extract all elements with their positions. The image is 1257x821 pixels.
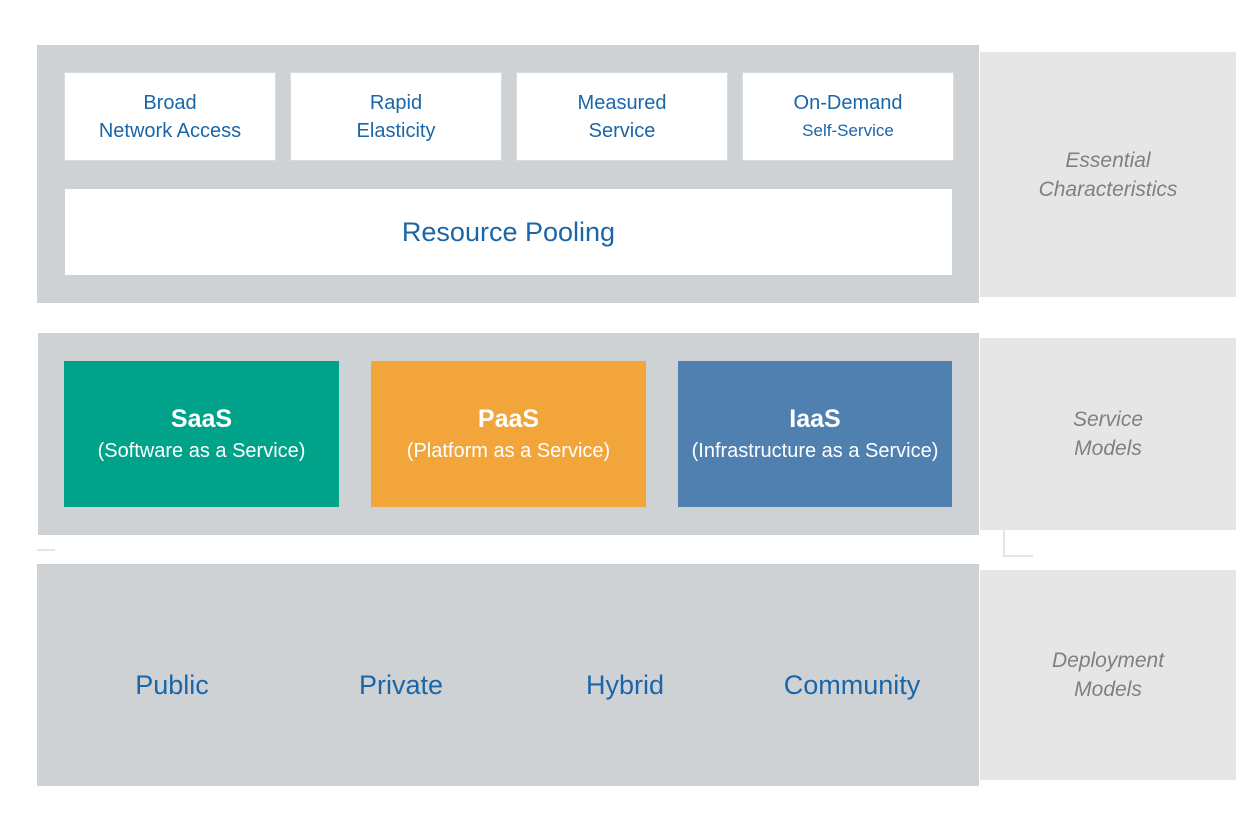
service-models-label: Service Models	[980, 338, 1236, 530]
resource-pooling-box: Resource Pooling	[65, 189, 952, 275]
saas-name: SaaS	[170, 405, 233, 433]
iaas-name: IaaS	[789, 405, 841, 433]
essential-label-line2: Characteristics	[1038, 177, 1178, 201]
iaas-box: IaaS (Infrastructure as a Service)	[678, 361, 952, 507]
deployment-label-line2: Models	[1074, 678, 1142, 701]
characteristic-line1: Broad	[143, 91, 197, 114]
deployment-hybrid: Hybrid	[585, 670, 665, 700]
connector-left	[37, 549, 55, 551]
service-label-line1: Service	[1072, 408, 1144, 431]
characteristic-line2: Network Access	[98, 119, 242, 142]
characteristic-rapid-elasticity: Rapid Elasticity	[290, 72, 502, 161]
characteristic-on-demand-self-service: On-Demand Self-Service	[742, 72, 954, 161]
saas-description: (Software as a Service)	[97, 440, 306, 462]
deployment-private: Private	[358, 670, 444, 700]
characteristic-line1: On-Demand	[793, 91, 903, 114]
characteristic-line1: Rapid	[369, 91, 423, 114]
paas-description: (Platform as a Service)	[406, 440, 611, 462]
resource-pooling-label: Resource Pooling	[401, 216, 616, 247]
paas-name: PaaS	[477, 405, 540, 433]
iaas-description: (Infrastructure as a Service)	[691, 440, 939, 462]
deployment-models-label: Deployment Models	[980, 570, 1236, 780]
paas-box: PaaS (Platform as a Service)	[371, 361, 646, 507]
essential-label-line1: Essential	[1065, 148, 1151, 172]
connector-right-horizontal	[1003, 555, 1033, 557]
deployment-community: Community	[783, 670, 921, 700]
characteristic-line1: Measured	[577, 91, 667, 114]
essential-characteristics-label: Essential Characteristics	[980, 52, 1236, 297]
service-label-line2: Models	[1074, 437, 1142, 460]
deployment-public: Public	[135, 670, 209, 700]
deployment-label-line1: Deployment	[1051, 649, 1165, 672]
characteristic-line2: Service	[588, 119, 656, 142]
saas-box: SaaS (Software as a Service)	[64, 361, 339, 507]
connector-right-vertical	[1003, 530, 1005, 557]
characteristic-measured-service: Measured Service	[516, 72, 728, 161]
characteristic-line2: Elasticity	[356, 119, 436, 142]
deployment-models-band	[37, 564, 979, 786]
characteristic-line2: Self-Service	[802, 120, 894, 140]
characteristic-broad-network-access: Broad Network Access	[64, 72, 276, 161]
